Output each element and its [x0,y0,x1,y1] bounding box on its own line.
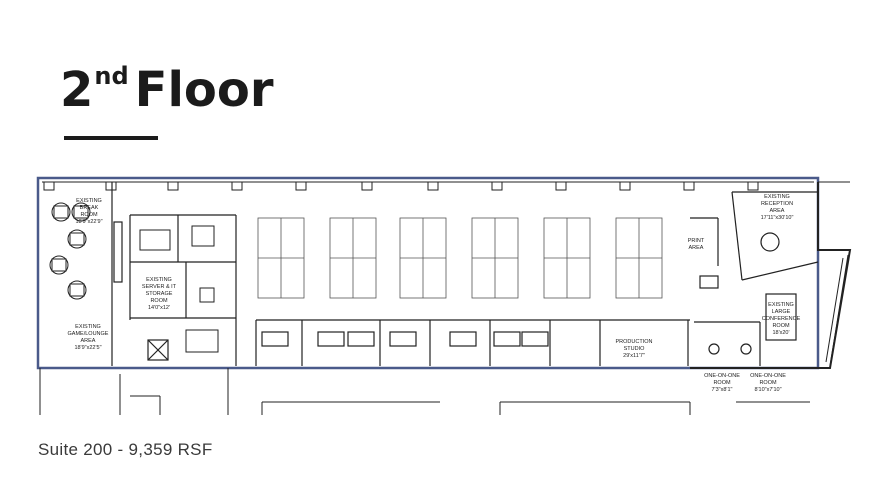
label-line: EXISTING [146,277,172,283]
label-line: 18'9"x22'5" [74,345,101,351]
label-line: 29'x11'7" [623,353,645,359]
workstation-clusters [257,217,663,299]
label-line: PRINT [688,238,705,244]
label-line: AREA [689,245,704,251]
top-columns [43,181,759,191]
label-line: ROOM [713,380,731,386]
label-print-area: PRINT AREA [688,238,705,251]
label-line: 18'x20' [772,330,789,336]
lower-plan [39,368,810,415]
angled-window-wall-2 [825,257,844,363]
label-line: 8'10"x7'10" [754,387,781,393]
offices-row [255,319,690,366]
suite-caption: Suite 200 - 9,359 RSF [38,440,213,459]
label-line: EXISTING [768,302,794,308]
label-line: 14'0"x12' [148,305,170,311]
label-line: AREA [770,208,785,214]
floor-word: Floor [134,62,274,118]
label-line: BREAK [80,205,99,211]
label-line: CONFERENCE [762,316,801,322]
angled-window-wall [829,254,849,367]
left-rooms-walls [111,182,237,366]
label-line: ROOM [772,323,790,329]
label-line: EXISTING [76,198,102,204]
floor-ordinal-suffix: nd [94,62,129,90]
label-line: 7'3"x8'1" [712,387,733,393]
label-line: ONE-ON-ONE [704,373,740,379]
label-one-on-one-2: ONE-ON-ONE ROOM 8'10"x7'10" [750,373,786,393]
label-line: GAME/LOUNGE [68,331,109,337]
label-one-on-one-1: ONE-ON-ONE ROOM 7'3"x8'1" [704,373,740,393]
label-line: SERVER & IT [142,284,177,290]
label-conference: EXISTING LARGE CONFERENCE ROOM 18'x20' [762,302,801,336]
heading-underline [64,136,158,140]
label-line: EXISTING [75,324,101,330]
label-line: 18'9"x22'9" [75,219,102,225]
angled-exterior-wall [690,182,852,369]
label-game-lounge: EXISTING GAME/LOUNGE AREA 18'9"x22'5" [68,324,109,351]
label-line: ONE-ON-ONE [750,373,786,379]
label-line: RECEPTION [761,201,793,207]
label-line: EXISTING [764,194,790,200]
label-line: LARGE [772,309,791,315]
floor-number: 2 [60,62,93,118]
label-reception: EXISTING RECEPTION AREA 17'11"x30'10" [761,194,794,221]
label-line: 17'11"x30'10" [761,215,794,221]
exterior-wall [36,176,820,370]
label-break-room: EXISTING BREAK ROOM 18'9"x22'9" [75,198,102,225]
break-room-tables [49,202,219,353]
label-server-room: EXISTING SERVER & IT STORAGE ROOM 14'0"x… [142,277,177,311]
right-rooms [690,191,819,366]
label-line: STORAGE [146,291,173,297]
label-production-studio: PRODUCTION STUDIO 29'x11'7" [616,339,653,359]
label-line: ROOM [80,212,98,218]
label-line: ROOM [150,298,168,304]
label-line: AREA [81,338,96,344]
label-line: STUDIO [624,346,646,352]
label-line: ROOM [759,380,777,386]
label-line: PRODUCTION [616,339,653,345]
